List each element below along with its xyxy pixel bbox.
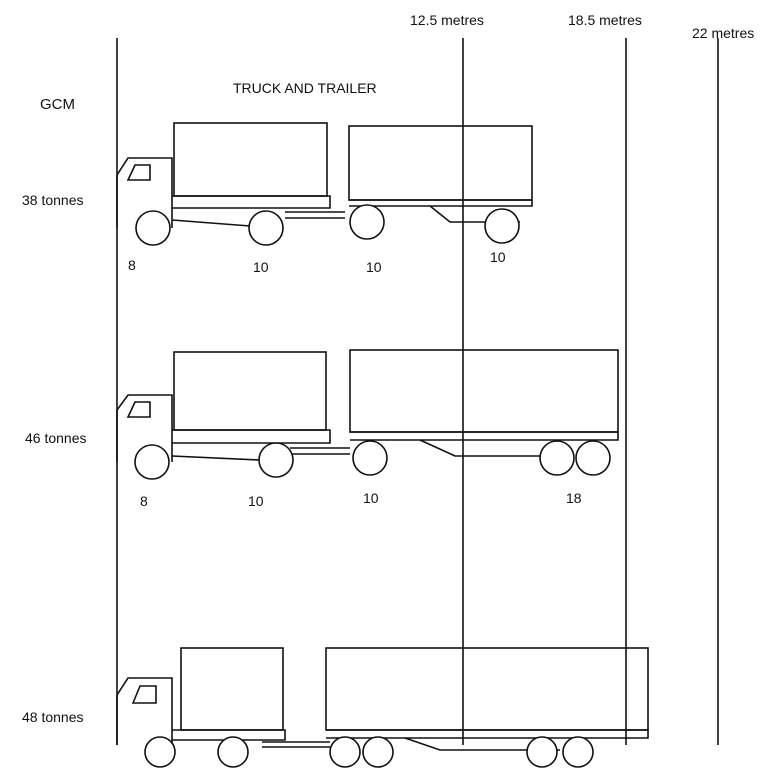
cab — [116, 394, 173, 462]
wheel — [352, 440, 388, 476]
wheel — [258, 442, 294, 478]
trailer-body — [348, 125, 533, 201]
marker-label-22m: 22 metres — [692, 25, 754, 41]
gcm-label: GCM — [40, 96, 75, 113]
cab-window-icon — [126, 164, 151, 181]
truck-body — [173, 351, 327, 431]
wheel — [248, 210, 284, 246]
weight-label: 48 tonnes — [22, 709, 84, 725]
wheel — [349, 204, 385, 240]
truck-body — [173, 122, 328, 197]
truck-chassis — [172, 195, 331, 209]
truck-chassis — [172, 429, 331, 444]
wheel — [362, 736, 394, 768]
vehicle-46-tonnes: 46 tonnes 8 10 10 18 — [25, 349, 619, 509]
axle-load: 10 — [363, 490, 379, 506]
axle-load: 10 — [366, 259, 382, 275]
wheel — [135, 210, 171, 246]
cab-window-icon — [131, 685, 157, 704]
trailer-chassis — [349, 199, 533, 207]
marker-label-18-5m: 18.5 metres — [568, 12, 642, 28]
trailer-chassis — [350, 431, 619, 441]
axle-load: 10 — [248, 493, 264, 509]
trailer-body — [349, 349, 619, 433]
vehicle-38-tonnes: 38 tonnes 8 10 10 10 — [22, 122, 533, 275]
drawbar — [285, 211, 345, 219]
axle-load: 10 — [253, 259, 269, 275]
axle-load: 8 — [140, 493, 148, 509]
cab — [116, 677, 173, 745]
wheel — [217, 736, 249, 768]
wheel — [575, 440, 611, 476]
axle-load: 18 — [566, 490, 582, 506]
axle-load: 10 — [490, 249, 506, 265]
wheel — [329, 736, 361, 768]
wheel — [134, 444, 170, 480]
cab-window-icon — [126, 401, 151, 418]
wheel — [539, 440, 575, 476]
marker-label-12-5m: 12.5 metres — [410, 12, 484, 28]
weight-label: 46 tonnes — [25, 430, 87, 446]
diagram-title: TRUCK AND TRAILER — [233, 80, 377, 96]
wheel — [144, 736, 176, 768]
drawbar — [290, 447, 350, 455]
drawbar — [262, 741, 330, 748]
truck-body — [180, 647, 284, 731]
trailer-chassis — [326, 729, 649, 739]
axle-load: 8 — [128, 257, 136, 273]
trailer-body — [325, 647, 649, 731]
wheel — [562, 736, 594, 768]
cab — [116, 157, 173, 228]
vehicle-48-tonnes: 48 tonnes — [22, 647, 649, 768]
weight-label: 38 tonnes — [22, 192, 84, 208]
wheel — [484, 208, 520, 244]
wheel — [526, 736, 558, 768]
